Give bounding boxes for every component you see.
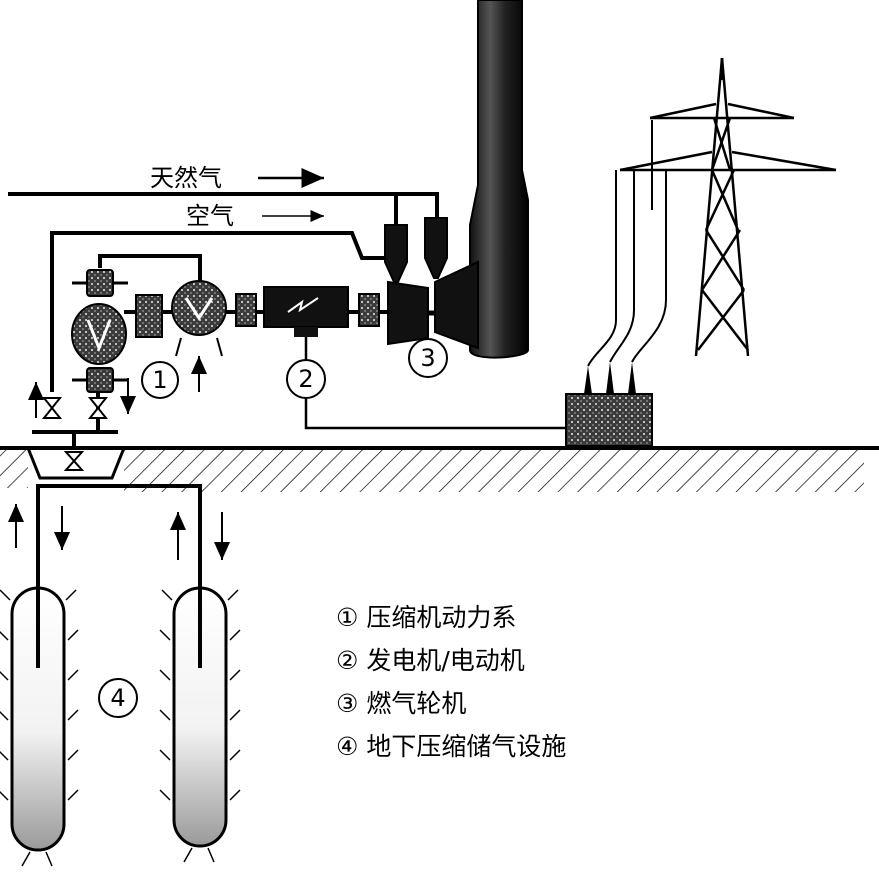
power-cable	[304, 337, 568, 430]
power-lines	[587, 120, 667, 367]
marker-4: 4	[98, 678, 138, 718]
ground-surface	[0, 446, 879, 492]
storage-cavern-left	[0, 586, 79, 867]
valve-icon	[41, 397, 63, 419]
marker-3: 3	[408, 338, 448, 378]
legend-item-2: ② 发电机/电动机	[336, 646, 525, 675]
svg-text:2: 2	[298, 365, 313, 393]
compressor-train	[71, 254, 390, 393]
air-line	[50, 231, 385, 392]
svg-text:3: 3	[420, 344, 435, 372]
storage-cavern-right	[159, 586, 241, 863]
legend-item-4: ④ 地下压缩储气设施	[336, 732, 566, 761]
legend-item-1: ① 压缩机动力系	[336, 603, 516, 632]
air-label: 空气	[186, 202, 234, 230]
svg-text:1: 1	[152, 366, 167, 394]
tower-icon	[619, 57, 837, 357]
legend: ① 压缩机动力系 ② 发电机/电动机 ③ 燃气轮机 ④ 地下压缩储气设施	[336, 603, 566, 761]
chimney	[469, 0, 529, 359]
well-pipes	[36, 484, 202, 668]
valve-icon	[87, 397, 109, 419]
natural-gas-label: 天然气	[150, 164, 222, 192]
marker-1: 1	[141, 361, 179, 399]
gas-turbine	[387, 260, 479, 350]
wellhead-valves	[25, 392, 127, 480]
natural-gas-line	[8, 192, 439, 225]
valve-icon	[63, 451, 85, 471]
marker-2: 2	[286, 359, 326, 399]
combustor-funnels	[384, 217, 448, 283]
legend-item-3: ③ 燃气轮机	[336, 689, 466, 718]
svg-text:4: 4	[110, 684, 125, 712]
transformer-icon	[565, 362, 653, 447]
hatch-ground-icon	[124, 448, 864, 492]
